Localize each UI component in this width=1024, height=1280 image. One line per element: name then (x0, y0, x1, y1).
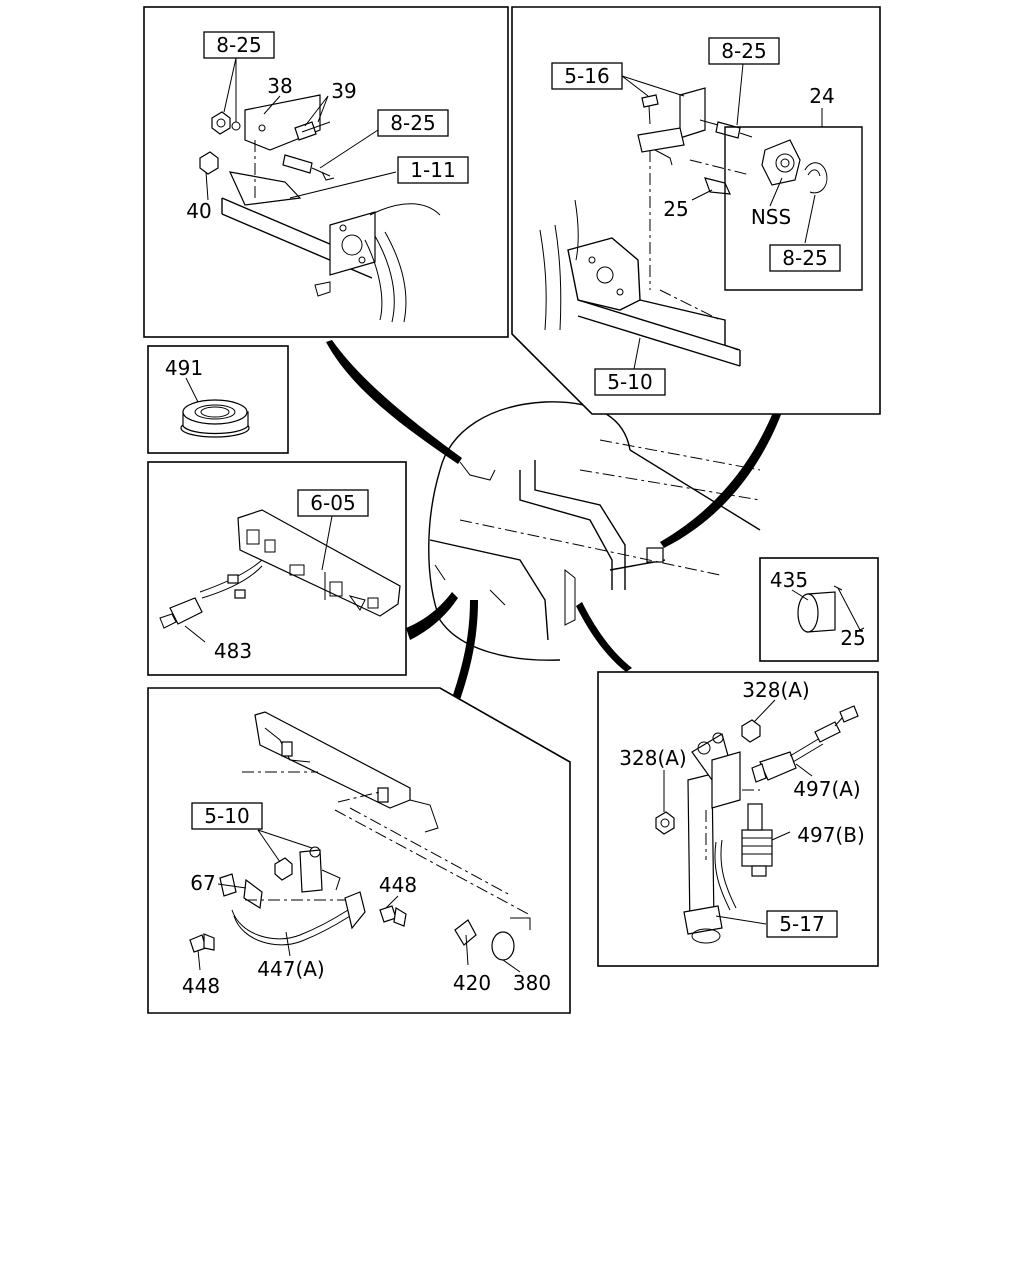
label-67: 67 (190, 871, 215, 895)
ref-5-16: 5-16 (564, 64, 609, 88)
label-420: 420 (453, 971, 491, 995)
label-447a: 447(A) (257, 957, 324, 981)
ref-1-11: 1-11 (410, 158, 455, 182)
label-25-cap: 25 (840, 626, 865, 650)
panel-top-left: 8-25 8-25 1-11 38 39 40 (143, 6, 509, 338)
panel-bottom-left: 5-10 67 448 448 447(A) 420 380 (147, 687, 571, 1014)
label-380: 380 (513, 971, 551, 995)
panel-top-right: 5-16 8-25 8-25 5-10 24 25 NSS (511, 6, 881, 415)
label-328a-top: 328(A) (742, 678, 809, 702)
panel-seal-491: 491 (147, 345, 289, 454)
ref-5-17: 5-17 (779, 912, 824, 936)
ref-5-10-a: 5-10 (607, 370, 652, 394)
label-39: 39 (331, 79, 356, 103)
label-328a-left: 328(A) (619, 746, 686, 770)
label-483: 483 (214, 639, 252, 663)
label-25: 25 (663, 197, 688, 221)
label-497a: 497(A) (793, 777, 860, 801)
label-nss: NSS (751, 205, 791, 229)
label-40: 40 (186, 199, 211, 223)
panel-switch-483: 6-05 483 (147, 461, 407, 676)
ref-8-25-b: 8-25 (390, 111, 435, 135)
label-497b: 497(B) (797, 823, 865, 847)
label-448-b: 448 (182, 974, 220, 998)
label-491: 491 (165, 356, 203, 380)
panel-cap-435: 435 25 (759, 557, 879, 662)
ref-8-25-c: 8-25 (721, 39, 766, 63)
leader-swooshes (326, 340, 782, 700)
ref-8-25-a: 8-25 (216, 33, 261, 57)
label-38: 38 (267, 74, 292, 98)
ref-8-25-d: 8-25 (782, 246, 827, 270)
label-435: 435 (770, 568, 808, 592)
label-448-a: 448 (379, 873, 417, 897)
ref-5-10-b: 5-10 (204, 804, 249, 828)
ref-6-05: 6-05 (310, 491, 355, 515)
label-24: 24 (809, 84, 834, 108)
panel-bottom-right: 328(A) 328(A) 497(A) 497(B) 5-17 (597, 671, 879, 967)
cab-outline (428, 401, 761, 661)
